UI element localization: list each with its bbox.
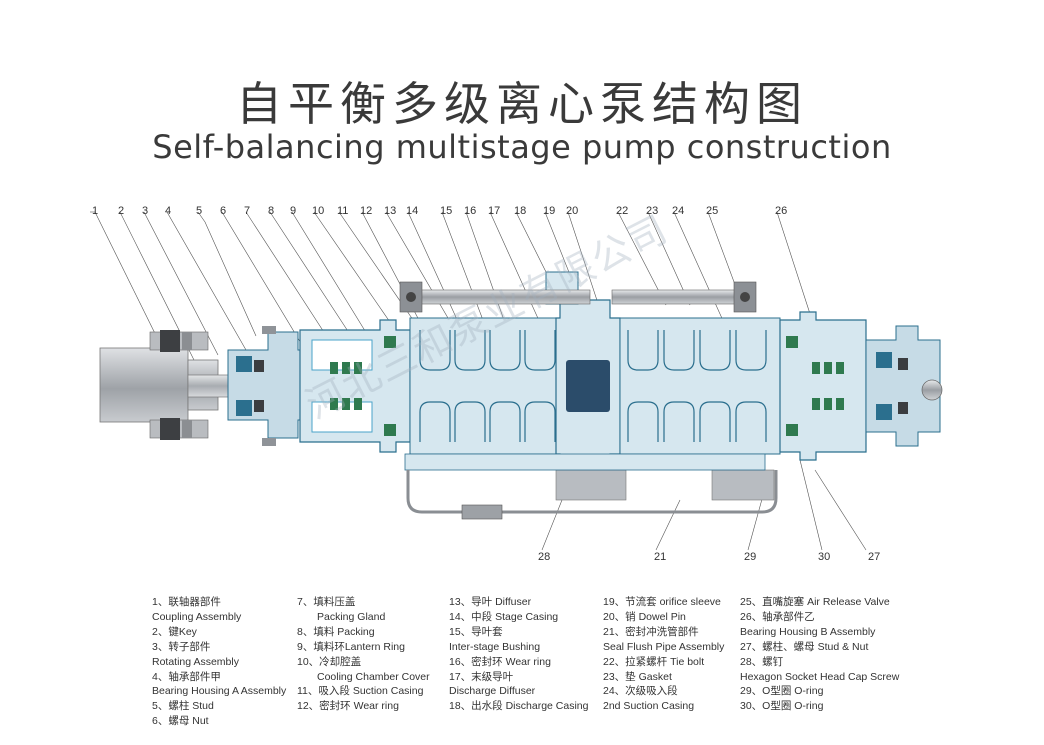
part-number-21: 21	[654, 551, 666, 563]
legend-column-1: 1、联轴器部件 Coupling Assembly 2、键Key 3、转子部件 Rota…	[152, 595, 286, 729]
legend-entry: 25、直嘴旋塞 Air Release Valve	[740, 596, 890, 608]
part-number-1: 1	[92, 205, 98, 217]
legend-entry: 22、拉紧螺杆 Tie bolt	[603, 655, 705, 668]
legend-entry: Cooling Chamber Cover	[317, 670, 430, 683]
part-number-7: 7	[244, 205, 250, 217]
part-number-12: 12	[360, 205, 372, 217]
legend-entry: 5、螺柱 Stud	[152, 700, 214, 713]
legend-entry: 15、导叶套	[449, 625, 503, 638]
stage-casings-right	[619, 317, 781, 455]
legend-column-2: 7、填料压盖 Packing Gland 8、填料 Packing 9、填料环Lant…	[297, 595, 430, 714]
legend-entry: 3、转子部件	[152, 640, 211, 653]
bearing-housing-b	[865, 325, 943, 447]
second-suction-casing	[779, 311, 867, 461]
legend-entry: 14、中段 Stage Casing	[449, 610, 559, 623]
pump-cross-section-diagram: 1234567891011121314151617181920222324252…	[90, 205, 943, 563]
legend-entry: 2、键Key	[152, 625, 197, 638]
part-number-10: 10	[312, 205, 324, 217]
part-number-5: 5	[196, 205, 202, 217]
legend-entry: 19、节流套 orifice sleeve	[603, 596, 721, 608]
legend-entry: Coupling Assembly	[152, 610, 242, 623]
part-number-26: 26	[775, 205, 787, 217]
part-number-29: 29	[744, 551, 756, 563]
legend-entry: 17、末级导叶	[449, 670, 514, 683]
legend-entry: 18、出水段 Discharge Casing	[449, 700, 589, 713]
pump-feet	[404, 453, 775, 501]
part-number-16: 16	[464, 205, 476, 217]
legend-entry: 23、垫 Gasket	[603, 670, 672, 683]
part-number-14: 14	[406, 205, 418, 217]
legend-entry: 1、联轴器部件	[152, 596, 221, 608]
part-number-13: 13	[384, 205, 396, 217]
title-english: Self-balancing multistage pump construct…	[152, 128, 892, 166]
part-number-22: 22	[616, 205, 628, 217]
legend-entry: 26、轴承部件乙	[740, 610, 815, 623]
legend-entry: 30、O型圈 O-ring	[740, 700, 824, 713]
legend-entry: 12、密封环 Wear ring	[297, 700, 399, 713]
legend-entry: 8、填料 Packing	[297, 625, 375, 638]
legend-column-4: 19、节流套 orifice sleeve 20、销 Dowel Pin 21、密封…	[603, 595, 724, 714]
part-number-6: 6	[220, 205, 226, 217]
part-number-25: 25	[706, 205, 718, 217]
part-number-2: 2	[118, 205, 124, 217]
parts-legend: 1、联轴器部件 Coupling Assembly 2、键Key 3、转子部件 Rota…	[0, 595, 1044, 745]
bearing-housing-a	[227, 326, 311, 446]
part-number-27: 27	[868, 551, 880, 563]
legend-entry: 10、冷却腔盖	[297, 655, 362, 668]
part-number-24: 24	[672, 205, 684, 217]
legend-entry: 9、填料环Lantern Ring	[297, 640, 405, 653]
legend-entry: Seal Flush Pipe Assembly	[603, 640, 725, 653]
part-number-9: 9	[290, 205, 296, 217]
legend-entry: 7、填料压盖	[297, 596, 356, 608]
part-number-18: 18	[514, 205, 526, 217]
legend-entry: 4、轴承部件甲	[152, 670, 221, 683]
diffuser-stages-left	[419, 330, 556, 442]
legend-entry: 21、密封冲洗管部件	[603, 625, 699, 638]
legend-entry: 28、螺钉	[740, 655, 784, 668]
legend-entry: 11、吸入段 Suction Casing	[297, 685, 424, 698]
part-number-28: 28	[538, 551, 550, 563]
part-number-3: 3	[142, 205, 148, 217]
legend-entry: 29、O型圈 O-ring	[740, 685, 824, 698]
legend-entry: 6、螺母 Nut	[152, 715, 209, 728]
part-number-17: 17	[488, 205, 500, 217]
legend-entry: 27、螺柱、螺母 Stud & Nut	[740, 640, 869, 653]
suction-casing	[299, 319, 411, 453]
part-number-15: 15	[440, 205, 452, 217]
legend-entry: Hexagon Socket Head Cap Screw	[740, 670, 900, 683]
legend-column-3: 13、导叶 Diffuser 14、中段 Stage Casing 15、导叶套 In…	[449, 595, 588, 714]
legend-entry: 24、次级吸入段	[603, 685, 678, 698]
legend-entry: 20、销 Dowel Pin	[603, 610, 686, 623]
legend-entry: Rotating Assembly	[152, 655, 239, 668]
legend-entry: Bearing Housing B Assembly	[740, 625, 876, 638]
part-number-4: 4	[165, 205, 171, 217]
part-number-30: 30	[818, 551, 830, 563]
pipe-fitting	[461, 504, 503, 520]
discharge-casing	[545, 271, 621, 473]
legend-column-5: 25、直嘴旋塞 Air Release Valve 26、轴承部件乙 Bearing…	[740, 595, 899, 714]
part-number-20: 20	[566, 205, 578, 217]
legend-entry: 2nd Suction Casing	[603, 700, 695, 713]
legend-entry: 16、密封环 Wear ring	[449, 655, 551, 668]
part-number-19: 19	[543, 205, 555, 217]
legend-entry: 13、导叶 Diffuser	[449, 596, 532, 608]
title-chinese: 自平衡多级离心泵结构图	[236, 77, 808, 131]
tie-bolts	[399, 281, 757, 313]
part-number-23: 23	[646, 205, 658, 217]
bottom-part-numbers: 28 21 29 30 27	[538, 551, 880, 563]
part-number-8: 8	[268, 205, 274, 217]
legend-entry: Inter-stage Bushing	[449, 640, 541, 653]
part-number-11: 11	[337, 205, 348, 217]
legend-entry: Packing Gland	[317, 610, 386, 623]
legend-entry: Bearing Housing A Assembly	[152, 685, 287, 698]
seal-flush-pipe	[406, 470, 778, 514]
diffuser-stages-right	[627, 330, 767, 442]
legend-entry: Discharge Diffuser	[449, 685, 536, 698]
